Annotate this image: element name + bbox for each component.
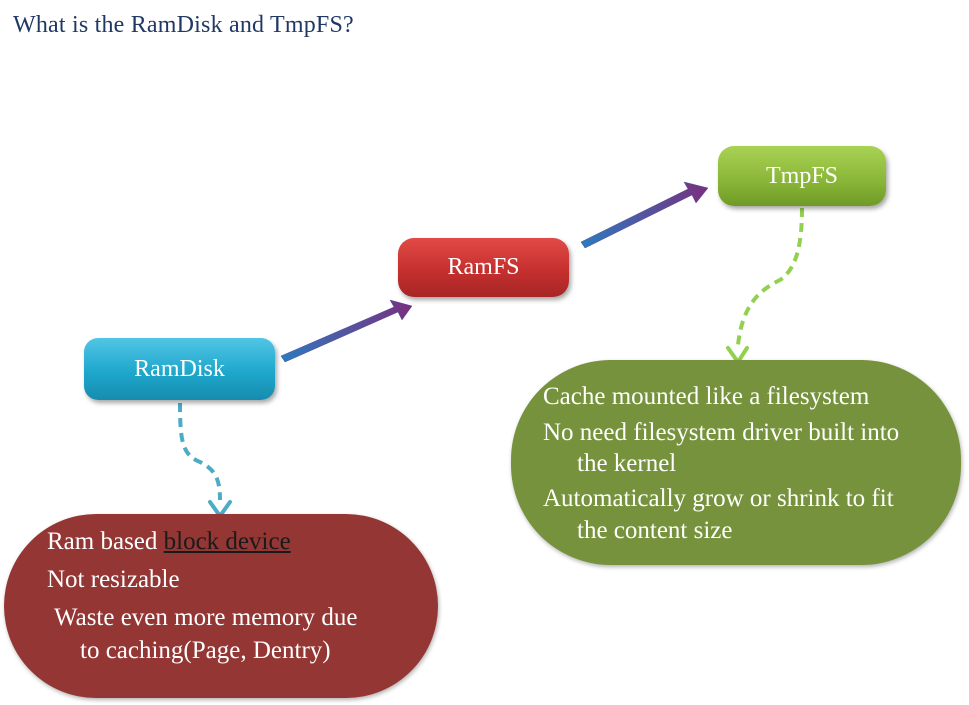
ramdisk-note-3: Waste even more memory due bbox=[54, 604, 358, 631]
ramdisk-notes-box: Ram based block device Not resizable Was… bbox=[4, 514, 438, 698]
tmpfs-note-5: the content size bbox=[577, 517, 733, 544]
dashed-connector-tmpfs bbox=[726, 207, 804, 366]
dashed-connector-ramdisk bbox=[178, 402, 232, 520]
tmpfs-note-3: the kernel bbox=[577, 450, 677, 477]
arrow-ramfs-to-tmpfs bbox=[580, 181, 709, 249]
ramfs-node: RamFS bbox=[398, 238, 569, 297]
ramdisk-node: RamDisk bbox=[84, 338, 275, 400]
page-title: What is the RamDisk and TmpFS? bbox=[13, 12, 354, 38]
tmpfs-note-2: No need filesystem driver built into bbox=[543, 419, 900, 446]
block-device-link[interactable]: block device bbox=[163, 528, 291, 555]
ramfs-label: RamFS bbox=[447, 254, 520, 280]
tmpfs-label: TmpFS bbox=[765, 162, 839, 189]
ramdisk-note-1-text: Ram based bbox=[47, 528, 164, 555]
ramdisk-note-2: Not resizable bbox=[47, 566, 180, 593]
tmpfs-notes-box: Cache mounted like a filesystem No need … bbox=[511, 360, 961, 565]
tmpfs-node: TmpFS bbox=[718, 146, 886, 206]
ramdisk-label: RamDisk bbox=[134, 355, 225, 382]
ramdisk-note-4: to caching(Page, Dentry) bbox=[80, 637, 331, 664]
tmpfs-note-1: Cache mounted like a filesystem bbox=[543, 383, 870, 410]
tmpfs-note-4: Automatically grow or shrink to fit bbox=[543, 485, 894, 512]
ramdisk-note-1: Ram based block device bbox=[47, 525, 291, 559]
arrow-ramdisk-to-ramfs bbox=[280, 299, 413, 363]
